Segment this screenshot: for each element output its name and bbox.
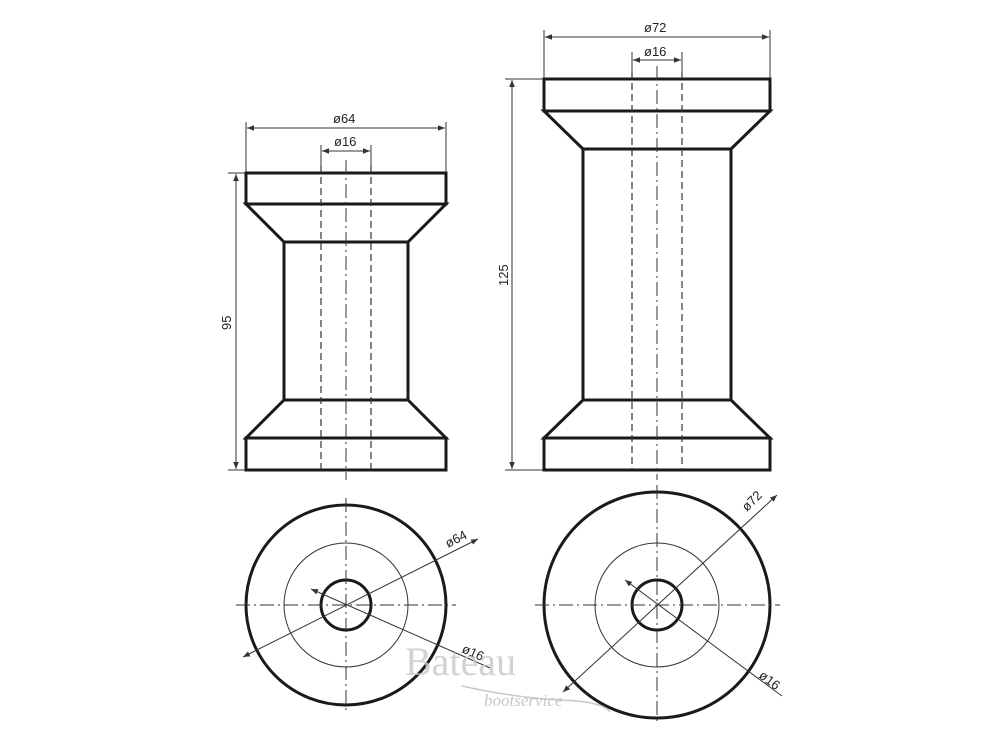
watermark-brand: Bateau (405, 639, 516, 684)
small-roller-bore-dim-label: ø16 (334, 134, 356, 149)
large-roller-top-bore-label: ø16 (756, 667, 783, 692)
small-roller-height-dim-label: 95 (219, 316, 234, 330)
large-roller-dimensions: ø72 ø16 125 (496, 20, 771, 471)
small-roller-top-outer-leader (242, 538, 479, 658)
large-roller-bore-dim-label: ø16 (644, 44, 666, 59)
large-roller-top-view: ø72 ø16 (535, 485, 783, 725)
watermark-swoosh (461, 685, 611, 713)
small-roller-outer-dim-label: ø64 (333, 111, 355, 126)
small-roller-dimensions: ø64 ø16 95 (219, 111, 447, 471)
small-roller-side-view (242, 160, 450, 480)
large-roller-top-outer-leader (562, 494, 778, 693)
large-roller-height-dim-label: 125 (496, 264, 511, 286)
small-roller-top-outer-label: ø64 (443, 527, 470, 551)
large-roller-top-bore-leader (624, 579, 783, 697)
large-roller-outer-dim-label: ø72 (644, 20, 666, 35)
watermark: Bateau bootservice (405, 639, 611, 713)
small-roller-top-bore-leader (310, 588, 491, 669)
watermark-tagline: bootservice (484, 691, 563, 710)
large-roller-side-view (540, 66, 774, 480)
